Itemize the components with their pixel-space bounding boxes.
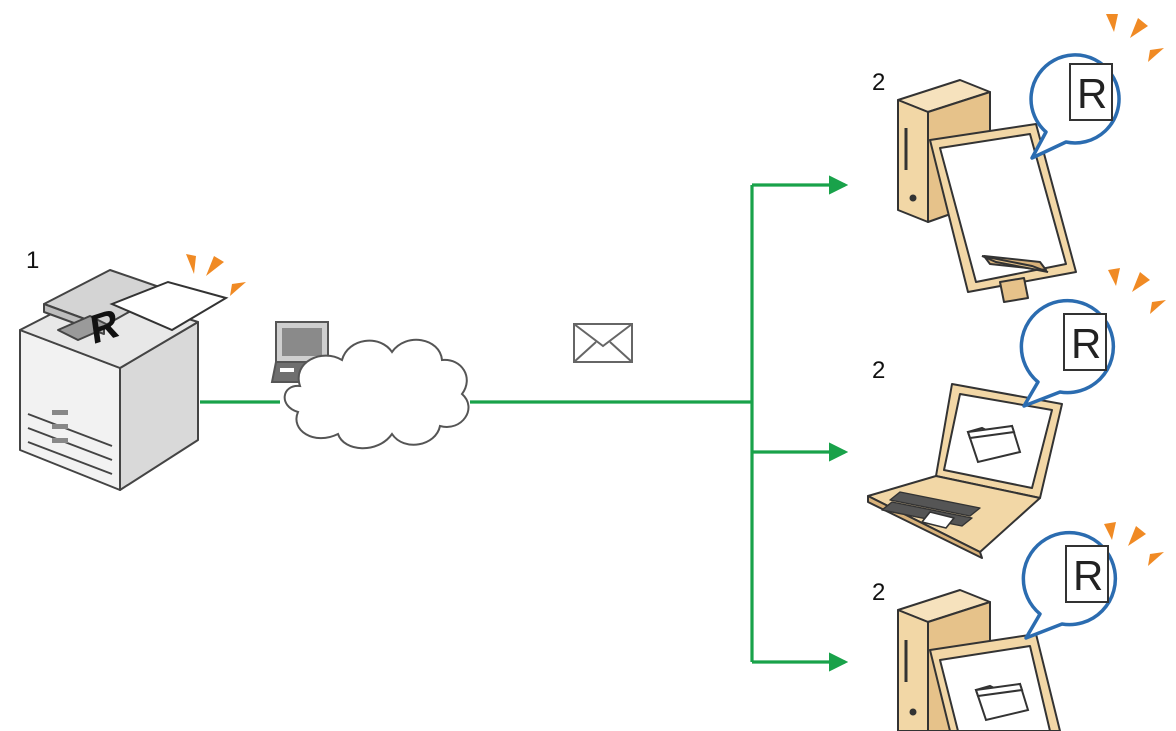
label-sender-number: 1: [26, 247, 39, 274]
bubble-document-letter-top: R: [1077, 70, 1107, 117]
desktop-computer-icon-bottom: [897, 589, 1061, 731]
multifunction-printer-icon: [19, 269, 199, 491]
bubble-document-bottom: [1065, 545, 1109, 603]
label-receiver-bottom-number: 2: [872, 579, 885, 606]
notification-mark-bottom: [1104, 522, 1164, 566]
desktop-computer-icon-top: [897, 79, 1077, 303]
folder-icon-laptop: [966, 424, 1022, 464]
monitor-base-top: [981, 255, 1049, 273]
notification-mark-sender: [186, 254, 246, 296]
folder-icon-desktop-bottom: [974, 682, 1030, 722]
bubble-document-letter-bottom: R: [1073, 552, 1103, 599]
label-receiver-middle-number: 2: [872, 357, 885, 384]
bubble-document-top: [1069, 63, 1113, 121]
notification-mark-middle: [1108, 268, 1166, 314]
envelope-icon: [573, 323, 633, 363]
bubble-document-letter-middle: R: [1071, 320, 1101, 367]
label-receiver-top-number: 2: [872, 69, 885, 96]
speech-bubble-icon-bottom: R: [1021, 530, 1118, 640]
scanned-document: R: [88, 280, 229, 354]
speech-bubble-icon-middle: R: [1019, 298, 1116, 408]
cloud-icon: [283, 338, 470, 450]
notification-mark-top: [1106, 14, 1164, 62]
bubble-document-middle: [1063, 313, 1107, 371]
speech-bubble-icon-top: R: [1029, 53, 1121, 160]
scanned-document-letter: R: [88, 300, 122, 354]
laptop-icon: [867, 383, 1063, 559]
connector-lines: [200, 175, 849, 672]
